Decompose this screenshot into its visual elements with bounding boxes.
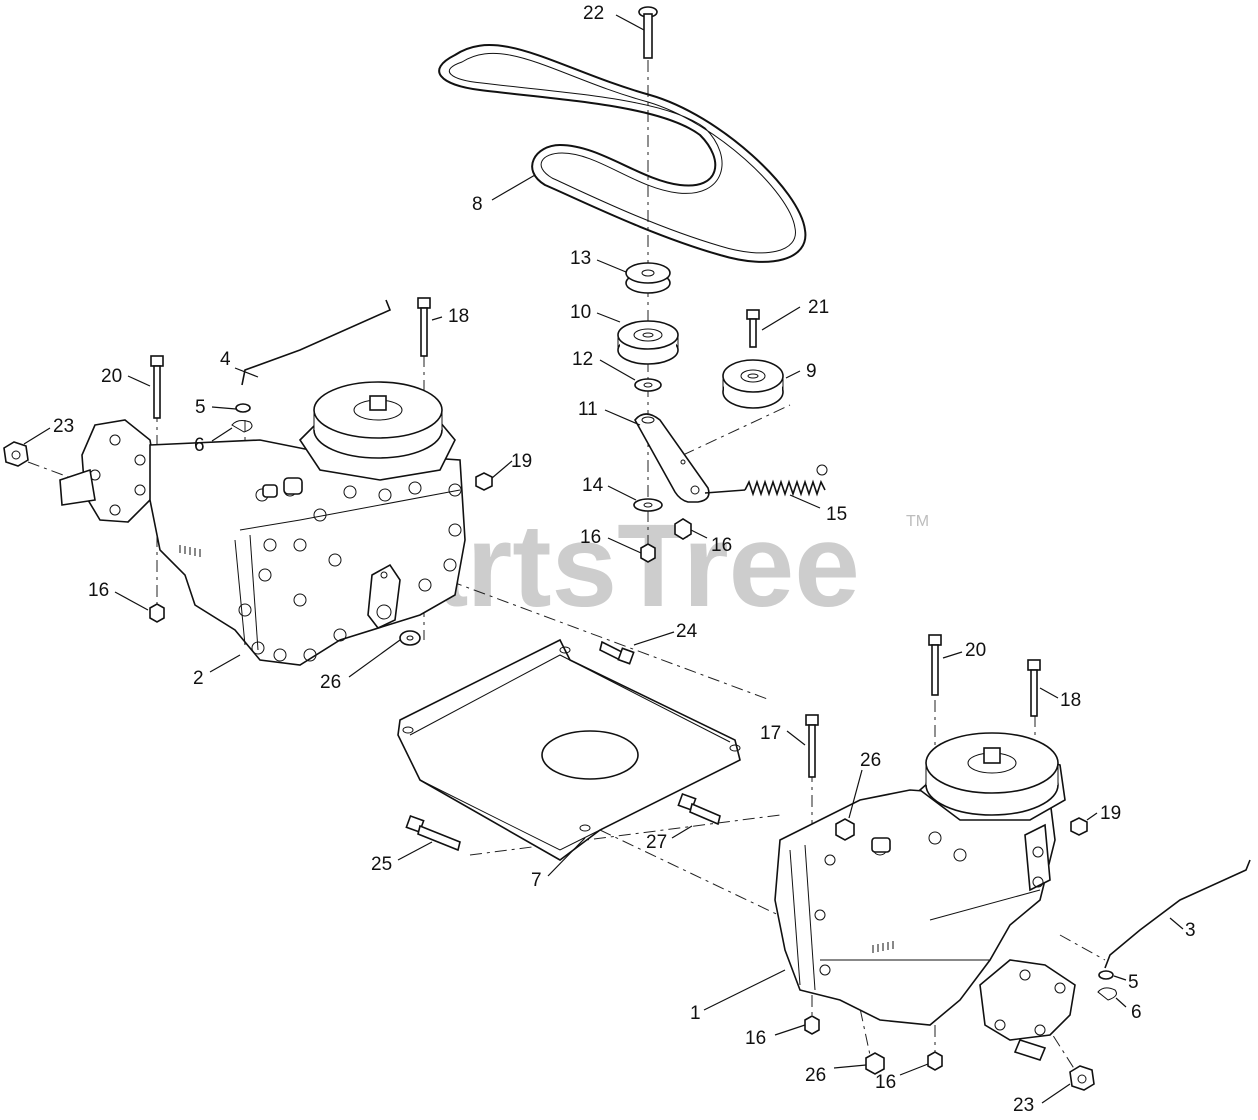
part-27-bolt: [677, 792, 721, 826]
part-18-left-bolt: [417, 297, 431, 357]
part-23-left-nut: [3, 441, 29, 467]
part-13-bearing: [625, 262, 671, 294]
callout-1: 1: [690, 1003, 701, 1024]
callout-19-right: 19: [1100, 803, 1121, 824]
callout-14: 14: [582, 475, 604, 496]
part-26-left-washer: [399, 630, 421, 646]
part-11-idler-arm: [634, 413, 710, 503]
callout-5-right: 5: [1128, 972, 1139, 993]
callout-16-right-a: 16: [745, 1028, 766, 1049]
callout-24: 24: [676, 621, 698, 642]
part-15-spring: [704, 464, 828, 497]
callout-19-left: 19: [511, 451, 532, 472]
part-22-pin: [638, 6, 658, 59]
callout-13: 13: [570, 248, 591, 269]
callout-21: 21: [808, 297, 829, 318]
part-16-right-nut-b: [927, 1051, 943, 1071]
part-9-idler-pulley: [722, 359, 784, 409]
callout-26-right-lower: 26: [805, 1065, 826, 1086]
callout-25: 25: [371, 854, 392, 875]
callout-2: 2: [193, 668, 204, 689]
part-14-washer: [633, 498, 663, 512]
part-18-right-bolt: [1027, 659, 1041, 717]
callout-6-right: 6: [1131, 1002, 1142, 1023]
part-16-nut-center: [640, 543, 656, 563]
part-21-bolt: [746, 309, 760, 348]
part-16-right-nut-a: [804, 1015, 820, 1035]
part-16-nut-arm: [674, 518, 692, 540]
callout-6-left: 6: [194, 435, 205, 456]
part-1-right-transmission: [774, 732, 1076, 1061]
part-26-right-upper-nut: [835, 818, 855, 841]
callout-7: 7: [531, 870, 542, 891]
callout-16-center: 16: [580, 527, 601, 548]
callout-18-right: 18: [1060, 690, 1081, 711]
part-4-left-rod: [241, 299, 392, 386]
part-24-bolt: [599, 640, 635, 665]
callout-18-left: 18: [448, 306, 469, 327]
callout-16-right-b: 16: [875, 1072, 896, 1093]
part-19-right-nut: [1070, 817, 1088, 836]
callout-11: 11: [578, 399, 598, 420]
callout-9: 9: [806, 361, 817, 382]
part-5-right-washer: [1098, 970, 1114, 980]
part-25-bolt: [405, 814, 461, 852]
callout-26-left: 26: [320, 672, 341, 693]
callout-20-right: 20: [965, 640, 986, 661]
callout-23-left: 23: [53, 416, 74, 437]
part-23-right-nut: [1069, 1065, 1095, 1091]
leader-lines: [23, 14, 1184, 1104]
part-16-left-nut: [149, 603, 165, 623]
part-12-washer: [634, 378, 662, 392]
callout-27: 27: [646, 832, 667, 853]
part-3-right-rod: [1104, 859, 1251, 969]
callout-16-arm: 16: [711, 535, 732, 556]
part-26-right-lower-nut: [865, 1052, 885, 1075]
callout-labels: 22 8 13 10 21 12 9 11 14 15 16 16 18 20 …: [53, 3, 1196, 1116]
part-5-left-washer: [235, 403, 251, 413]
part-20-right-bolt: [928, 634, 942, 696]
part-17-bolt: [805, 714, 819, 778]
callout-15: 15: [826, 504, 847, 525]
part-19-left-nut: [475, 472, 493, 491]
part-6-left-clip: [231, 420, 253, 433]
part-20-left-bolt: [150, 355, 164, 419]
part-8-belt: [438, 44, 807, 263]
watermark-tm: TM: [906, 513, 929, 530]
callout-17: 17: [760, 723, 781, 744]
callout-5-left: 5: [195, 397, 206, 418]
part-6-right-clip: [1097, 987, 1117, 1001]
callout-3: 3: [1185, 920, 1196, 941]
callout-26-right-upper: 26: [860, 750, 881, 771]
callout-20-left: 20: [101, 366, 122, 387]
callout-8: 8: [472, 194, 483, 215]
callout-4: 4: [220, 349, 231, 370]
part-7-mounting-plate: [397, 638, 741, 861]
callout-23-right: 23: [1013, 1095, 1034, 1116]
callout-22: 22: [583, 3, 604, 24]
callout-16-left: 16: [88, 580, 109, 601]
part-2-left-transmission: [59, 381, 466, 666]
callout-10: 10: [570, 302, 591, 323]
part-10-pulley: [617, 320, 679, 365]
callout-12: 12: [572, 349, 593, 370]
